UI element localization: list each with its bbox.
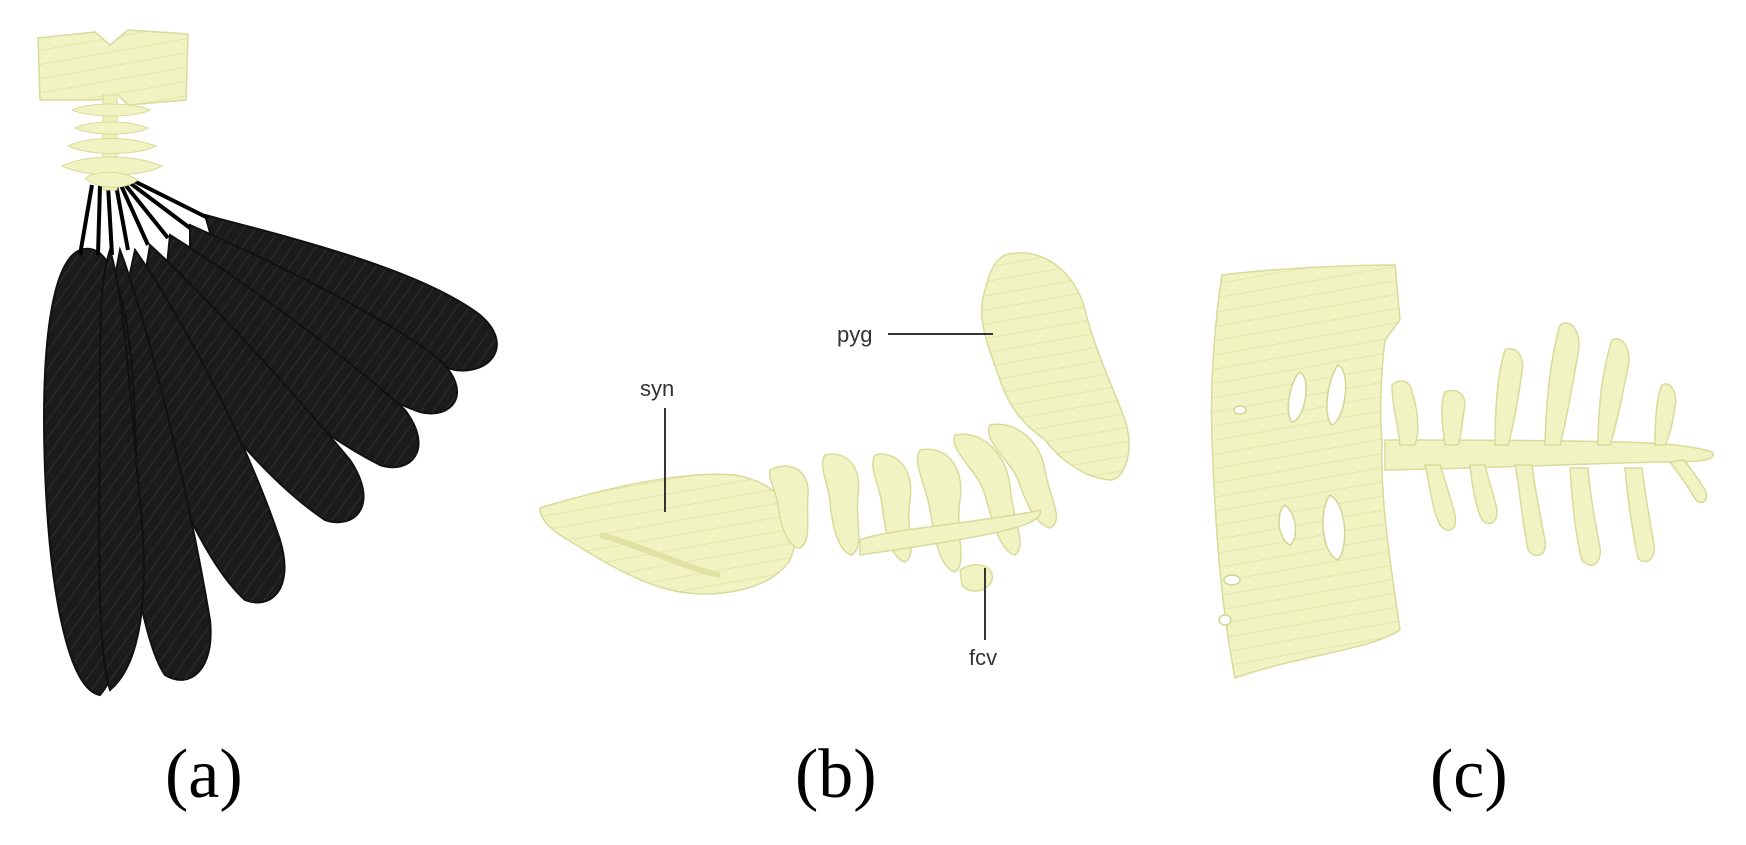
tail-skeleton-a bbox=[37, 29, 189, 191]
free-caudal-vertebrae bbox=[768, 423, 1058, 592]
panel-a-label: (a) bbox=[165, 736, 243, 813]
synsacrum-bone bbox=[539, 473, 797, 595]
pygostyle-bone bbox=[981, 252, 1130, 481]
panel-a-illustration bbox=[37, 29, 498, 697]
synsacrum-plate bbox=[1210, 264, 1401, 679]
pyg-label: pyg bbox=[837, 322, 872, 347]
panel-c-illustration bbox=[1210, 264, 1714, 679]
panel-b-label: (b) bbox=[795, 736, 877, 813]
synsacrum-foramina bbox=[1218, 364, 1347, 626]
tail-feathers bbox=[43, 213, 498, 697]
panel-b-illustration: pyg syn fcv bbox=[539, 252, 1130, 670]
panel-c-label: (c) bbox=[1430, 736, 1508, 813]
syn-label: syn bbox=[640, 376, 674, 401]
feather-rachises bbox=[78, 176, 209, 256]
caudal-centra-row bbox=[1384, 439, 1714, 471]
neural-spines bbox=[1391, 322, 1677, 446]
transverse-processes bbox=[1424, 459, 1708, 566]
fcv-label: fcv bbox=[969, 645, 997, 670]
